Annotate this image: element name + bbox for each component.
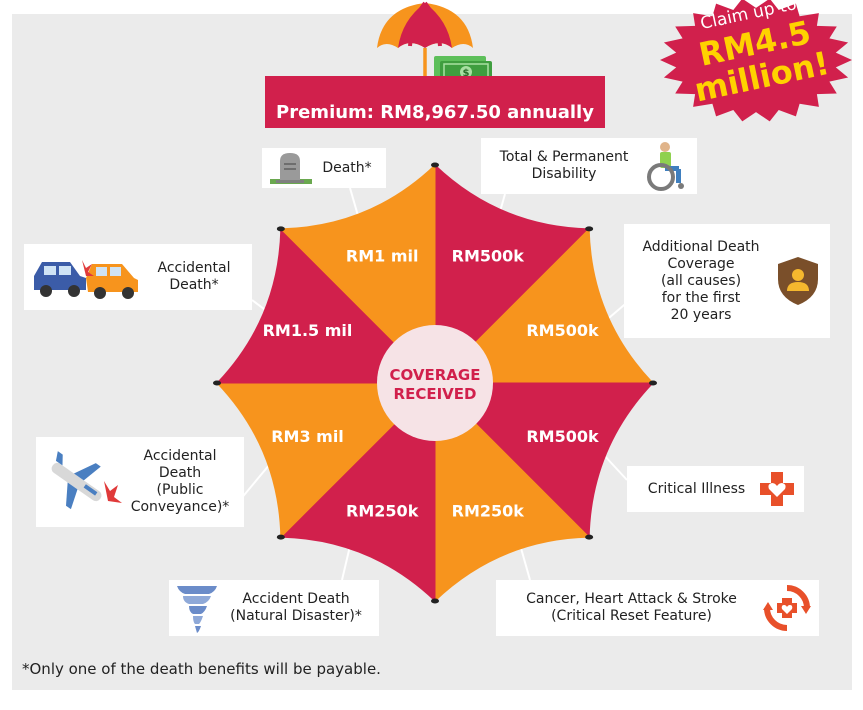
segment-label: RM500k [452,247,525,266]
segment-label: RM1.5 mil [263,321,353,340]
card-death: Death* [262,148,386,188]
medical-cross-icon [760,472,794,506]
umbrella-segment [279,381,436,603]
wheelchair-icon [647,142,684,191]
card-additional-line4: for the first [661,289,741,306]
umbrella-tip [276,534,285,540]
svg-text:$: $ [463,68,470,79]
card-critical-line: Critical Illness [647,480,746,497]
umbrella-tip [431,162,439,168]
coverage-hub [377,325,493,441]
footnote: *Only one of the death benefits will be … [22,660,381,678]
card-public-line4: Conveyance)* [130,499,230,515]
card-additional-line3: (all causes) [660,272,742,289]
card-additional-line5: 20 years [670,306,732,323]
card-cancer-line1: Cancer, Heart Attack & Stroke [526,591,737,607]
reset-cycle-icon [763,585,811,631]
card-cancer: Cancer, Heart Attack & Stroke (Critical … [496,580,819,636]
umbrella-tip [585,226,594,232]
shield-icon [778,257,818,305]
premium-banner: Premium: RM8,967.50 annually [265,76,605,128]
hub-line1: COVERAGE [390,366,481,384]
segment-label: RM500k [526,321,599,340]
umbrella-segment [279,163,436,385]
card-accidental: Accidental Death* [24,244,252,310]
umbrella-tip [649,380,657,386]
umbrella-segment [434,381,591,603]
card-public-line2: Death [158,465,202,481]
card-additional: Additional Death Coverage (all causes) f… [624,224,830,338]
card-additional-line2: Coverage [667,255,735,272]
umbrella-segment [434,163,591,385]
card-additional-line1: Additional Death [642,238,760,255]
plane-crash-icon [51,451,122,510]
umbrella-segment [215,227,437,384]
card-accidental-line1: Accidental [157,260,231,276]
card-public-line3: (Public [156,482,204,498]
card-death-line: Death* [322,159,372,176]
umbrella-segment [433,382,655,539]
card-tpd-line2: Disability [531,166,597,182]
card-public-line1: Accidental [143,448,217,464]
card-critical: Critical Illness [627,466,804,512]
umbrella-tip [276,226,285,232]
segment-label: RM1 mil [346,247,419,266]
umbrella-tip [585,534,594,540]
hub-line2: RECEIVED [394,385,477,403]
segment-label: RM250k [346,501,419,520]
umbrella-tip [213,380,221,386]
umbrella-tip [431,598,439,604]
card-natural: Accident Death (Natural Disaster)* [169,580,379,636]
card-cancer-line2: (Critical Reset Feature) [551,608,712,624]
segment-label: RM3 mil [271,427,344,446]
umbrella-segment [433,227,655,384]
card-natural-line1: Accident Death [242,591,350,607]
card-accidental-line2: Death* [169,277,219,293]
tombstone-icon [270,153,312,184]
segment-label: RM500k [526,427,599,446]
card-tpd: Total & Permanent Disability [481,138,697,194]
segment-label: RM250k [452,501,525,520]
tornado-icon [177,586,217,633]
car-crash-icon [34,260,138,299]
card-tpd-line1: Total & Permanent [499,149,629,165]
card-public: Accidental Death (Public Conveyance)* [36,437,244,527]
card-natural-line2: (Natural Disaster)* [230,608,362,624]
claim-burst: Claim up to RM4.5 million! [660,0,852,122]
umbrella-segment [215,382,437,539]
